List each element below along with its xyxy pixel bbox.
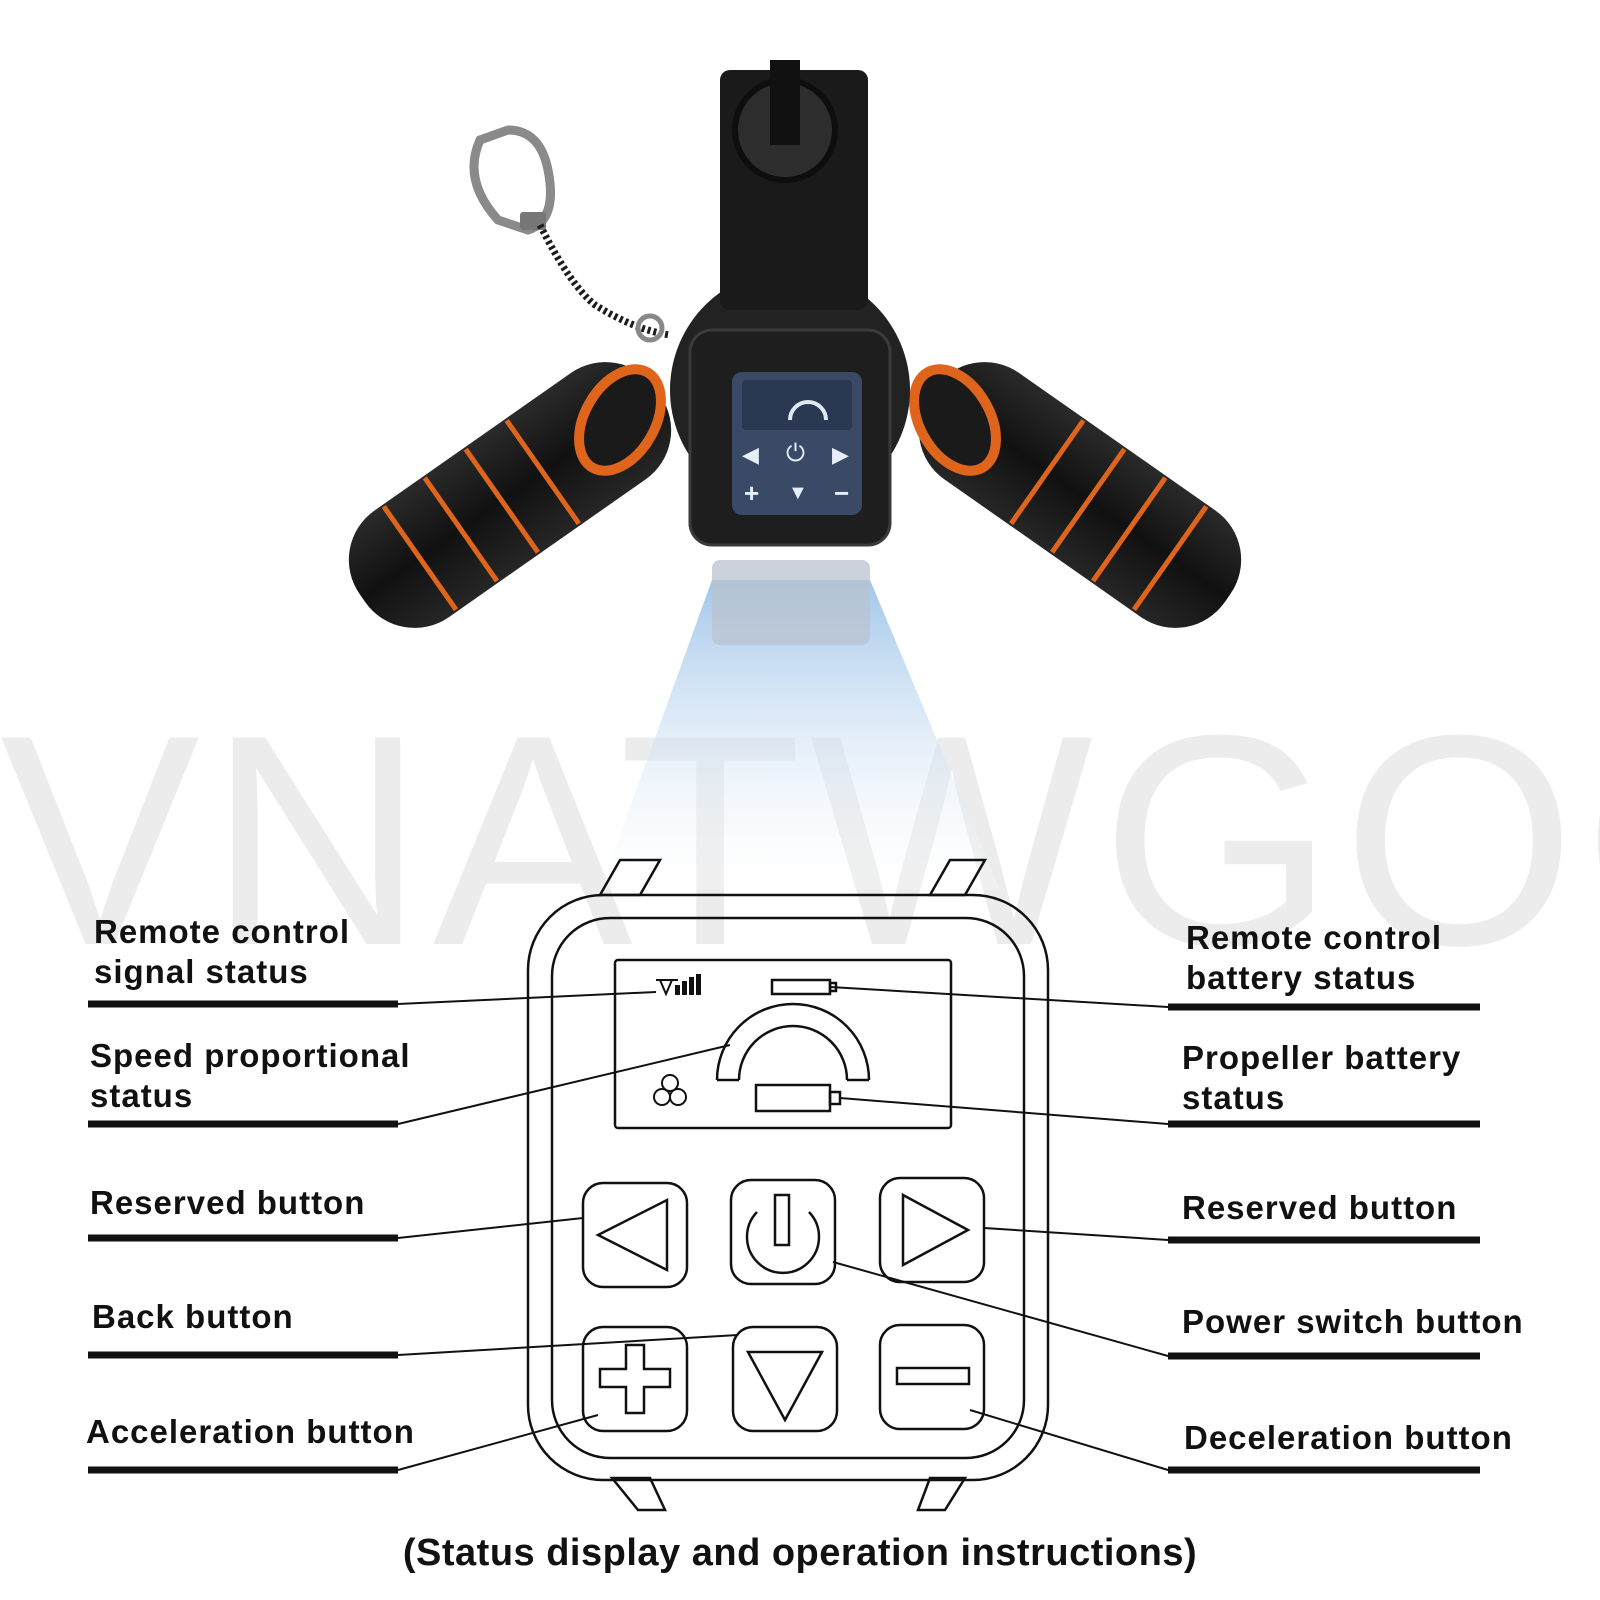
label-acceleration-line1: Acceleration button bbox=[86, 1413, 415, 1450]
label-remote-signal-line1: Remote control bbox=[94, 913, 351, 950]
figure-caption: (Status display and operation instructio… bbox=[402, 1532, 1198, 1574]
reserved-left-button-icon bbox=[581, 1181, 689, 1289]
strap-top-left bbox=[597, 858, 663, 897]
device-right-button-icon: ▶ bbox=[832, 442, 849, 467]
propeller-battery-icon bbox=[754, 1083, 842, 1113]
left-handle bbox=[348, 362, 672, 628]
acceleration-button-icon bbox=[581, 1325, 689, 1433]
label-deceleration-button: Deceleration button bbox=[1184, 1418, 1513, 1458]
device-down-button-icon: ▼ bbox=[788, 482, 808, 504]
label-propeller-battery-line2: status bbox=[1182, 1079, 1286, 1116]
leader-deceleration bbox=[969, 1409, 1169, 1471]
label-back-line1: Back button bbox=[92, 1298, 294, 1335]
remote-outer-frame bbox=[526, 893, 1050, 1482]
back-button-icon bbox=[731, 1325, 839, 1433]
label-remote-battery-status: Remote control battery status bbox=[1186, 918, 1442, 998]
strap-bottom-right bbox=[916, 1476, 968, 1512]
device-left-button-icon: ◀ bbox=[742, 442, 759, 467]
device-minus-button-icon: − bbox=[834, 478, 850, 508]
label-speed-status: Speed proportional status bbox=[90, 1036, 411, 1116]
device-plus-button-icon: + bbox=[744, 478, 760, 508]
remote-inner-frame bbox=[550, 916, 1026, 1460]
leader-back bbox=[397, 1334, 739, 1356]
device-power-button-icon: ⏻ bbox=[786, 440, 805, 467]
device-body bbox=[670, 60, 910, 547]
label-power-switch-button: Power switch button bbox=[1182, 1302, 1524, 1342]
label-deceleration-line1: Deceleration button bbox=[1184, 1419, 1513, 1456]
signal-icon bbox=[656, 974, 701, 997]
leader-propeller-battery bbox=[839, 1097, 1169, 1125]
label-reserved-right: Reserved button bbox=[1182, 1188, 1457, 1228]
deceleration-button-icon bbox=[878, 1323, 986, 1431]
light-beam bbox=[600, 580, 1000, 890]
leader-reserved-left bbox=[397, 1217, 584, 1239]
remote-battery-icon bbox=[770, 978, 838, 996]
label-remote-signal-line2: signal status bbox=[94, 953, 309, 990]
strap-bottom-left bbox=[609, 1476, 667, 1512]
label-power-switch-line1: Power switch button bbox=[1182, 1303, 1524, 1340]
label-propeller-battery-status: Propeller battery status bbox=[1182, 1038, 1461, 1118]
label-remote-battery-line2: battery status bbox=[1186, 959, 1417, 996]
carabiner-icon bbox=[469, 125, 671, 343]
label-remote-battery-line1: Remote control bbox=[1186, 919, 1443, 956]
label-propeller-battery-line1: Propeller battery bbox=[1182, 1039, 1462, 1076]
leader-reserved-right bbox=[983, 1227, 1169, 1241]
leader-remote-signal bbox=[397, 991, 657, 1005]
label-acceleration-button: Acceleration button bbox=[86, 1412, 415, 1452]
label-reserved-left: Reserved button bbox=[90, 1183, 365, 1223]
right-handle bbox=[909, 362, 1242, 628]
leader-acceleration bbox=[397, 1414, 599, 1471]
label-speed-status-line1: Speed proportional bbox=[90, 1037, 411, 1074]
label-reserved-left-line1: Reserved button bbox=[90, 1184, 366, 1221]
leader-remote-battery bbox=[829, 986, 1169, 1008]
label-back-button: Back button bbox=[92, 1297, 294, 1337]
strap-top-right bbox=[927, 858, 988, 897]
leader-speed-status bbox=[397, 1044, 731, 1125]
power-button-icon bbox=[729, 1178, 837, 1286]
speed-gauge-icon bbox=[715, 1002, 871, 1082]
propeller-icon bbox=[653, 1074, 687, 1106]
label-speed-status-line2: status bbox=[90, 1077, 194, 1114]
status-screen bbox=[613, 958, 953, 1130]
label-remote-signal-status: Remote control signal status bbox=[94, 912, 350, 992]
reserved-right-button-icon bbox=[878, 1176, 986, 1284]
label-reserved-right-line1: Reserved button bbox=[1182, 1189, 1458, 1226]
leader-power-switch bbox=[832, 1261, 1169, 1357]
